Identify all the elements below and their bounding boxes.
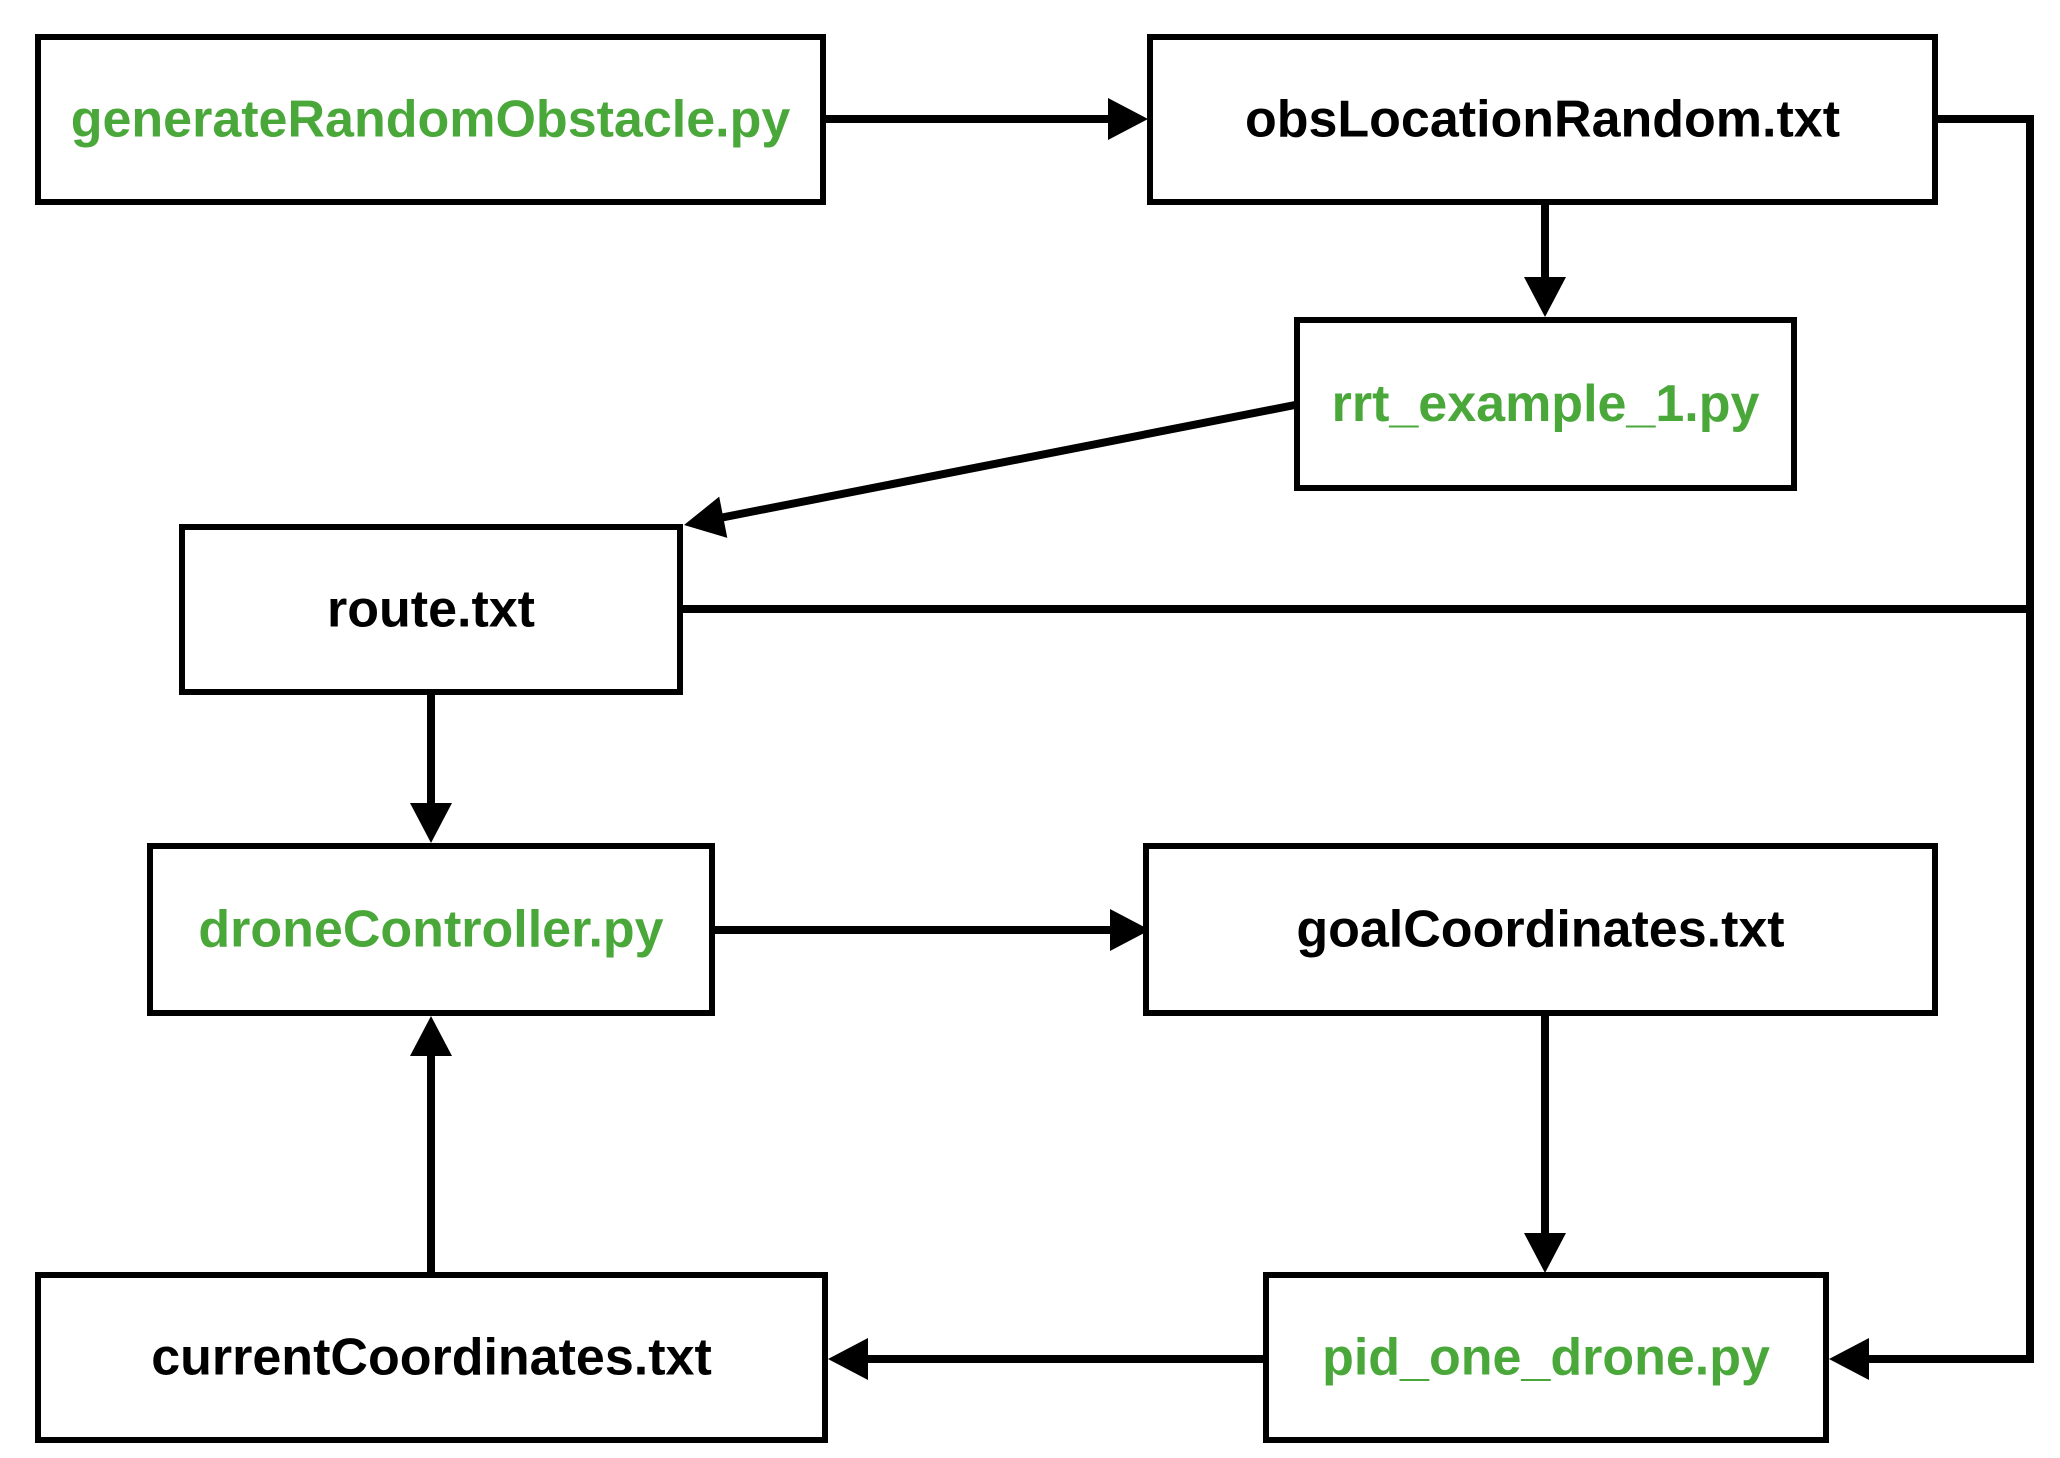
arrow-head-obsLocationRandom-to-pidOneDrone — [1829, 1338, 1869, 1380]
edge-route-to-droneController — [410, 694, 452, 843]
arrow-head-generateRandomObstacle-to-obsLocationRandom — [1108, 98, 1148, 140]
node-generateRandomObstacle: generateRandomObstacle.py — [35, 34, 826, 205]
node-label-droneController: droneController.py — [198, 901, 663, 959]
node-rrtExample1: rrt_example_1.py — [1294, 317, 1797, 491]
node-box-route — [179, 524, 683, 695]
edges-layer — [410, 98, 2034, 1380]
arrow-head-rrtExample1-to-route — [684, 496, 728, 538]
node-box-generateRandomObstacle — [35, 34, 826, 205]
node-route: route.txt — [179, 524, 683, 695]
arrow-head-route-to-droneController — [410, 803, 452, 843]
edge-pidOneDrone-to-currentCoordinates — [828, 1338, 1264, 1380]
edge-rrtExample1-to-route — [684, 401, 1296, 538]
node-obsLocationRandom: obsLocationRandom.txt — [1147, 34, 1938, 205]
edge-goalCoordinates-to-pidOneDrone — [1524, 1015, 1566, 1273]
node-currentCoordinates: currentCoordinates.txt — [35, 1272, 828, 1443]
node-label-generateRandomObstacle: generateRandomObstacle.py — [71, 91, 791, 149]
edge-obsLocationRandom-to-rrtExample1 — [1524, 204, 1566, 317]
arrow-head-currentCoordinates-to-droneController — [410, 1016, 452, 1056]
node-box-obsLocationRandom — [1147, 34, 1938, 205]
node-label-pidOneDrone: pid_one_drone.py — [1322, 1329, 1770, 1387]
edge-line-obsLocationRandom-to-pidOneDrone — [1865, 115, 2034, 1363]
node-box-rrtExample1 — [1294, 317, 1797, 491]
arrow-head-pidOneDrone-to-currentCoordinates — [828, 1338, 868, 1380]
node-label-currentCoordinates: currentCoordinates.txt — [151, 1329, 712, 1387]
node-box-currentCoordinates — [35, 1272, 828, 1443]
arrow-head-goalCoordinates-to-pidOneDrone — [1524, 1233, 1566, 1273]
node-label-rrtExample1: rrt_example_1.py — [1332, 375, 1760, 433]
nodes-layer: generateRandomObstacle.py obsLocationRand… — [35, 34, 1938, 1443]
node-box-pidOneDrone — [1263, 1272, 1829, 1443]
edge-currentCoordinates-to-droneController — [410, 1016, 452, 1273]
node-label-route: route.txt — [327, 581, 535, 639]
node-droneController: droneController.py — [147, 843, 715, 1016]
node-box-goalCoordinates — [1143, 843, 1938, 1016]
node-box-droneController — [147, 843, 715, 1016]
node-goalCoordinates: goalCoordinates.txt — [1143, 843, 1938, 1016]
node-pidOneDrone: pid_one_drone.py — [1263, 1272, 1829, 1443]
edge-line-rrtExample1-to-route — [718, 401, 1296, 522]
arrow-head-obsLocationRandom-to-rrtExample1 — [1524, 277, 1566, 317]
edge-obsLocationRandom-to-pidOneDrone — [1829, 115, 2034, 1380]
arrow-head-droneController-to-goalCoordinates — [1110, 909, 1150, 951]
edge-generateRandomObstacle-to-obsLocationRandom — [826, 98, 1148, 140]
edge-droneController-to-goalCoordinates — [714, 909, 1150, 951]
node-label-obsLocationRandom: obsLocationRandom.txt — [1245, 91, 1840, 149]
node-label-goalCoordinates: goalCoordinates.txt — [1296, 901, 1784, 959]
